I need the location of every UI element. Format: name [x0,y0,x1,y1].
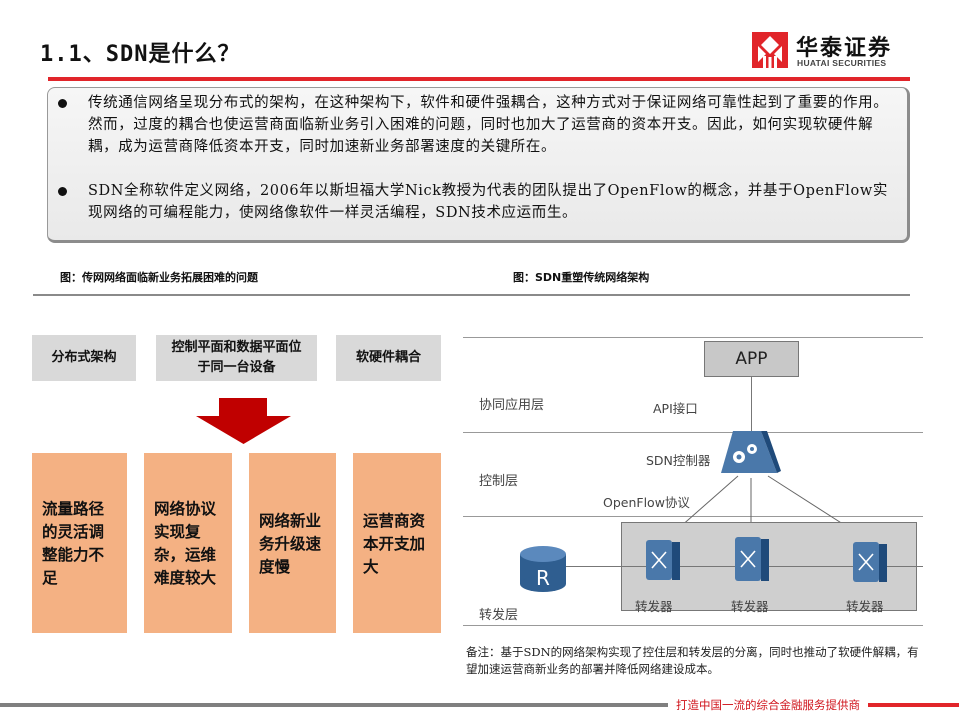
problem-box-upgrade: 网络新业务升级速度慢 [249,453,336,633]
footer-gray-rule [0,703,668,707]
layer-divider [463,516,923,517]
controller-label: SDN控制器 [646,453,711,468]
sdn-controller-icon [721,429,781,479]
layer-label-forwarding: 转发层 [479,608,519,623]
logo-mark-icon [752,32,788,68]
cause-box-same-device: 控制平面和数据平面位于同一台设备 [156,335,317,381]
left-figure-caption: 图：传网网络面临新业务拓展困难的问题 [60,271,258,284]
forwarder-switch-icon [646,538,680,582]
sdn-architecture-diagram: 协同应用层 控制层 转发层 APP API接口 SDN控制器 OpenFlow协… [463,330,923,630]
bullet-dot-icon [58,187,67,196]
layer-divider [463,337,923,338]
summary-bullet: 传统通信网络呈现分布式的架构，在这种架构下，软件和硬件强耦合，这种方式对于保证网… [58,92,903,158]
app-box: APP [704,341,799,377]
problem-box-capex: 运营商资本开支加大 [353,453,441,633]
logo-name-cn: 华泰证券 [796,36,893,61]
problem-box-protocol: 网络协议实现复杂，运维难度较大 [144,453,232,633]
problem-box-traffic: 流量路径的灵活调整能力不足 [32,453,127,633]
title-underline [48,77,910,81]
forwarder-label: 转发器 [846,599,884,614]
forwarder-label: 转发器 [635,599,673,614]
footer-slogan: 打造中国一流的综合金融服务提供商 [676,698,860,712]
cause-box-coupling: 软硬件耦合 [336,335,441,381]
summary-box: 传统通信网络呈现分布式的架构，在这种架构下，软件和硬件强耦合，这种方式对于保证网… [47,87,910,243]
layer-label-application: 协同应用层 [479,398,545,413]
company-logo: 华泰证券 HUATAI SECURITIES [752,30,912,74]
logo-name-en: HUATAI SECURITIES [797,58,887,68]
summary-bullet: SDN全称软件定义网络，2006年以斯坦福大学Nick教授为代表的团队提出了Op… [58,180,903,224]
cause-box-distributed: 分布式架构 [32,335,136,381]
caption-divider [33,294,910,296]
right-figure-caption: 图：SDN重塑传统网络架构 [513,271,650,284]
api-connector-line [751,377,752,433]
forwarder-switch-icon [853,540,887,584]
openflow-label: OpenFlow协议 [603,495,690,510]
figure-note: 备注：基于SDN的网络架构实现了控住层和转发层的分离，同时也推动了软硬件解耦，有… [466,645,919,676]
layer-divider [463,432,923,433]
svg-text:R: R [536,566,550,590]
api-label: API接口 [653,401,698,416]
forwarder-switch-icon [735,535,769,583]
down-arrow-icon [196,398,291,444]
footer-red-rule [868,703,959,707]
router-icon: R [518,544,568,594]
layer-label-control: 控制层 [479,474,519,489]
bullet-dot-icon [58,99,67,108]
layer-divider [463,625,923,626]
forwarder-label: 转发器 [731,599,769,614]
page-title: 1.1、SDN是什么？ [40,42,241,67]
